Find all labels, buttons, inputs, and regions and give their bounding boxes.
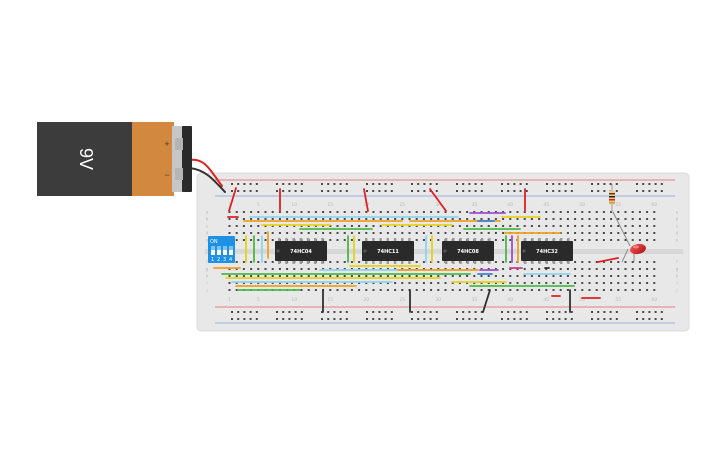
- row-letter: a: [676, 210, 679, 215]
- row-letter: h: [676, 274, 679, 279]
- ic-chip[interactable]: 74HC08: [442, 238, 494, 264]
- ic-chip[interactable]: 74HC11: [362, 238, 414, 264]
- column-number: 55: [615, 297, 621, 303]
- row-letter: b: [206, 217, 209, 222]
- dip-toggle-3[interactable]: [223, 246, 227, 255]
- column-number: 55: [615, 202, 621, 208]
- column-number: 40: [507, 297, 513, 303]
- column-number: 1: [228, 202, 231, 208]
- column-number: 30: [435, 297, 441, 303]
- row-letter: a: [206, 210, 209, 215]
- dip-toggle-1[interactable]: [211, 246, 215, 255]
- row-letter: c: [206, 224, 208, 229]
- wire-red: [363, 188, 369, 212]
- column-number: 45: [543, 297, 549, 303]
- row-letter: b: [676, 217, 679, 222]
- ic-chips: 74HC04 74HC11 74HC08 74HC32: [275, 238, 573, 264]
- resistor[interactable]: [609, 184, 631, 247]
- chip-label: 74HC04: [290, 249, 312, 255]
- column-number: 5: [257, 202, 260, 208]
- wire-red: [429, 188, 447, 212]
- row-letter: g: [676, 267, 679, 272]
- column-number: 5: [257, 297, 260, 303]
- row-letter: h: [206, 274, 209, 279]
- ic-chip[interactable]: 74HC04: [275, 238, 327, 264]
- row-letter: c: [676, 224, 678, 229]
- row-letter: f: [206, 260, 208, 265]
- column-number: 35: [471, 202, 477, 208]
- column-number: 25: [399, 202, 405, 208]
- led[interactable]: [621, 243, 647, 263]
- dip-number-2: 2: [217, 257, 220, 263]
- column-number: 50: [579, 202, 585, 208]
- row-letter: f: [676, 260, 678, 265]
- dip-switch-on-label: ON: [210, 239, 218, 245]
- chip-label: 74HC11: [377, 249, 399, 255]
- column-number: 35: [471, 297, 477, 303]
- battery-wire-black: [189, 167, 226, 193]
- row-letter: g: [206, 267, 209, 272]
- row-letter: i: [206, 281, 207, 286]
- column-number: 30: [435, 202, 441, 208]
- battery-9v[interactable]: 9V + −: [37, 122, 192, 196]
- column-number: 45: [543, 202, 549, 208]
- chip-label: 74HC08: [457, 249, 479, 255]
- battery-plus-sign: +: [164, 139, 169, 149]
- dip-number-1: 1: [211, 257, 214, 263]
- chip-label: 74HC32: [536, 249, 558, 255]
- dip-toggle-4[interactable]: [229, 246, 233, 255]
- battery-minus-sign: −: [164, 170, 169, 180]
- column-number: 60: [651, 297, 657, 303]
- row-letter: e: [676, 238, 679, 243]
- wire-red: [597, 257, 619, 263]
- battery-label: 9V: [76, 148, 96, 170]
- ic-chip[interactable]: 74HC32: [521, 238, 573, 264]
- column-number: 60: [651, 202, 657, 208]
- battery-wire-red: [189, 158, 223, 187]
- dip-number-4: 4: [229, 257, 232, 263]
- column-number: 50: [579, 297, 585, 303]
- column-number: 20: [363, 297, 369, 303]
- column-number: 40: [507, 202, 513, 208]
- row-letter: e: [206, 238, 209, 243]
- wires: [189, 158, 619, 313]
- row-letter: j: [675, 288, 677, 293]
- row-letter: i: [676, 281, 677, 286]
- column-number: 15: [327, 202, 333, 208]
- dip-switch[interactable]: ON 1 2 3 4: [208, 236, 235, 263]
- column-number: 1: [228, 297, 231, 303]
- column-number: 15: [327, 297, 333, 303]
- row-letter: j: [205, 288, 207, 293]
- wire-red: [228, 187, 237, 212]
- column-number: 10: [291, 202, 297, 208]
- wire-black: [482, 289, 491, 313]
- column-number: 25: [399, 297, 405, 303]
- column-number: 10: [291, 297, 297, 303]
- dip-toggle-2[interactable]: [217, 246, 221, 255]
- row-letter: d: [676, 231, 679, 236]
- dip-number-3: 3: [223, 257, 226, 263]
- row-letter: d: [206, 231, 209, 236]
